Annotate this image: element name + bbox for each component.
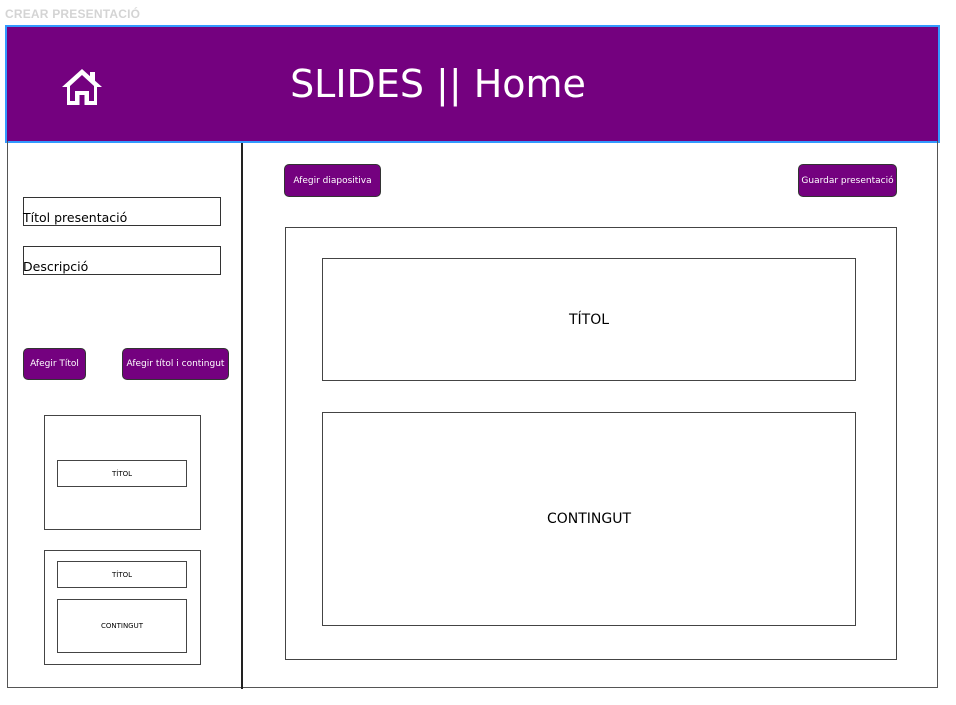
presentation-title-label: Títol presentació	[23, 210, 128, 225]
presentation-description-field[interactable]: Descripció	[23, 246, 221, 275]
thumbnail-title-text: TÍTOL	[111, 469, 133, 478]
thumbnail-content-text: CONTINGUT	[100, 622, 144, 630]
thumbnail-title-box: TÍTOL	[57, 460, 187, 487]
thumbnail-content-box: CONTINGUT	[57, 599, 187, 653]
presentation-description-label: Descripció	[23, 259, 89, 274]
slide-content-box[interactable]: CONTINGUT	[322, 412, 856, 626]
slide-title-box[interactable]: TÍTOL	[322, 258, 856, 381]
app-header: SLIDES || Home	[5, 25, 940, 143]
slide-thumbnail-1[interactable]: TÍTOL	[44, 415, 201, 530]
slide-canvas: TÍTOL CONTINGUT	[285, 227, 897, 660]
thumbnail-title-box: TÍTOL	[57, 561, 187, 588]
add-title-button[interactable]: Afegir Títol	[23, 348, 86, 380]
slide-content-text: CONTINGUT	[546, 511, 632, 527]
page-title: SLIDES || Home	[290, 62, 586, 106]
save-presentation-button[interactable]: Guardar presentació	[798, 164, 897, 197]
home-icon-graphic	[62, 69, 102, 105]
workspace-frame	[7, 141, 938, 688]
page-caption: CREAR PRESENTACIÓ	[5, 7, 141, 21]
slide-title-text: TÍTOL	[568, 311, 610, 328]
presentation-title-field[interactable]: Títol presentació	[23, 197, 221, 226]
home-icon[interactable]	[60, 65, 104, 109]
add-title-content-button[interactable]: Afegir títol i contingut	[122, 348, 229, 380]
slide-thumbnail-2[interactable]: TÍTOL CONTINGUT	[44, 550, 201, 665]
add-slide-button[interactable]: Afegir diapositiva	[284, 164, 381, 197]
sidebar-divider	[241, 143, 243, 689]
thumbnail-title-text: TÍTOL	[111, 570, 133, 579]
